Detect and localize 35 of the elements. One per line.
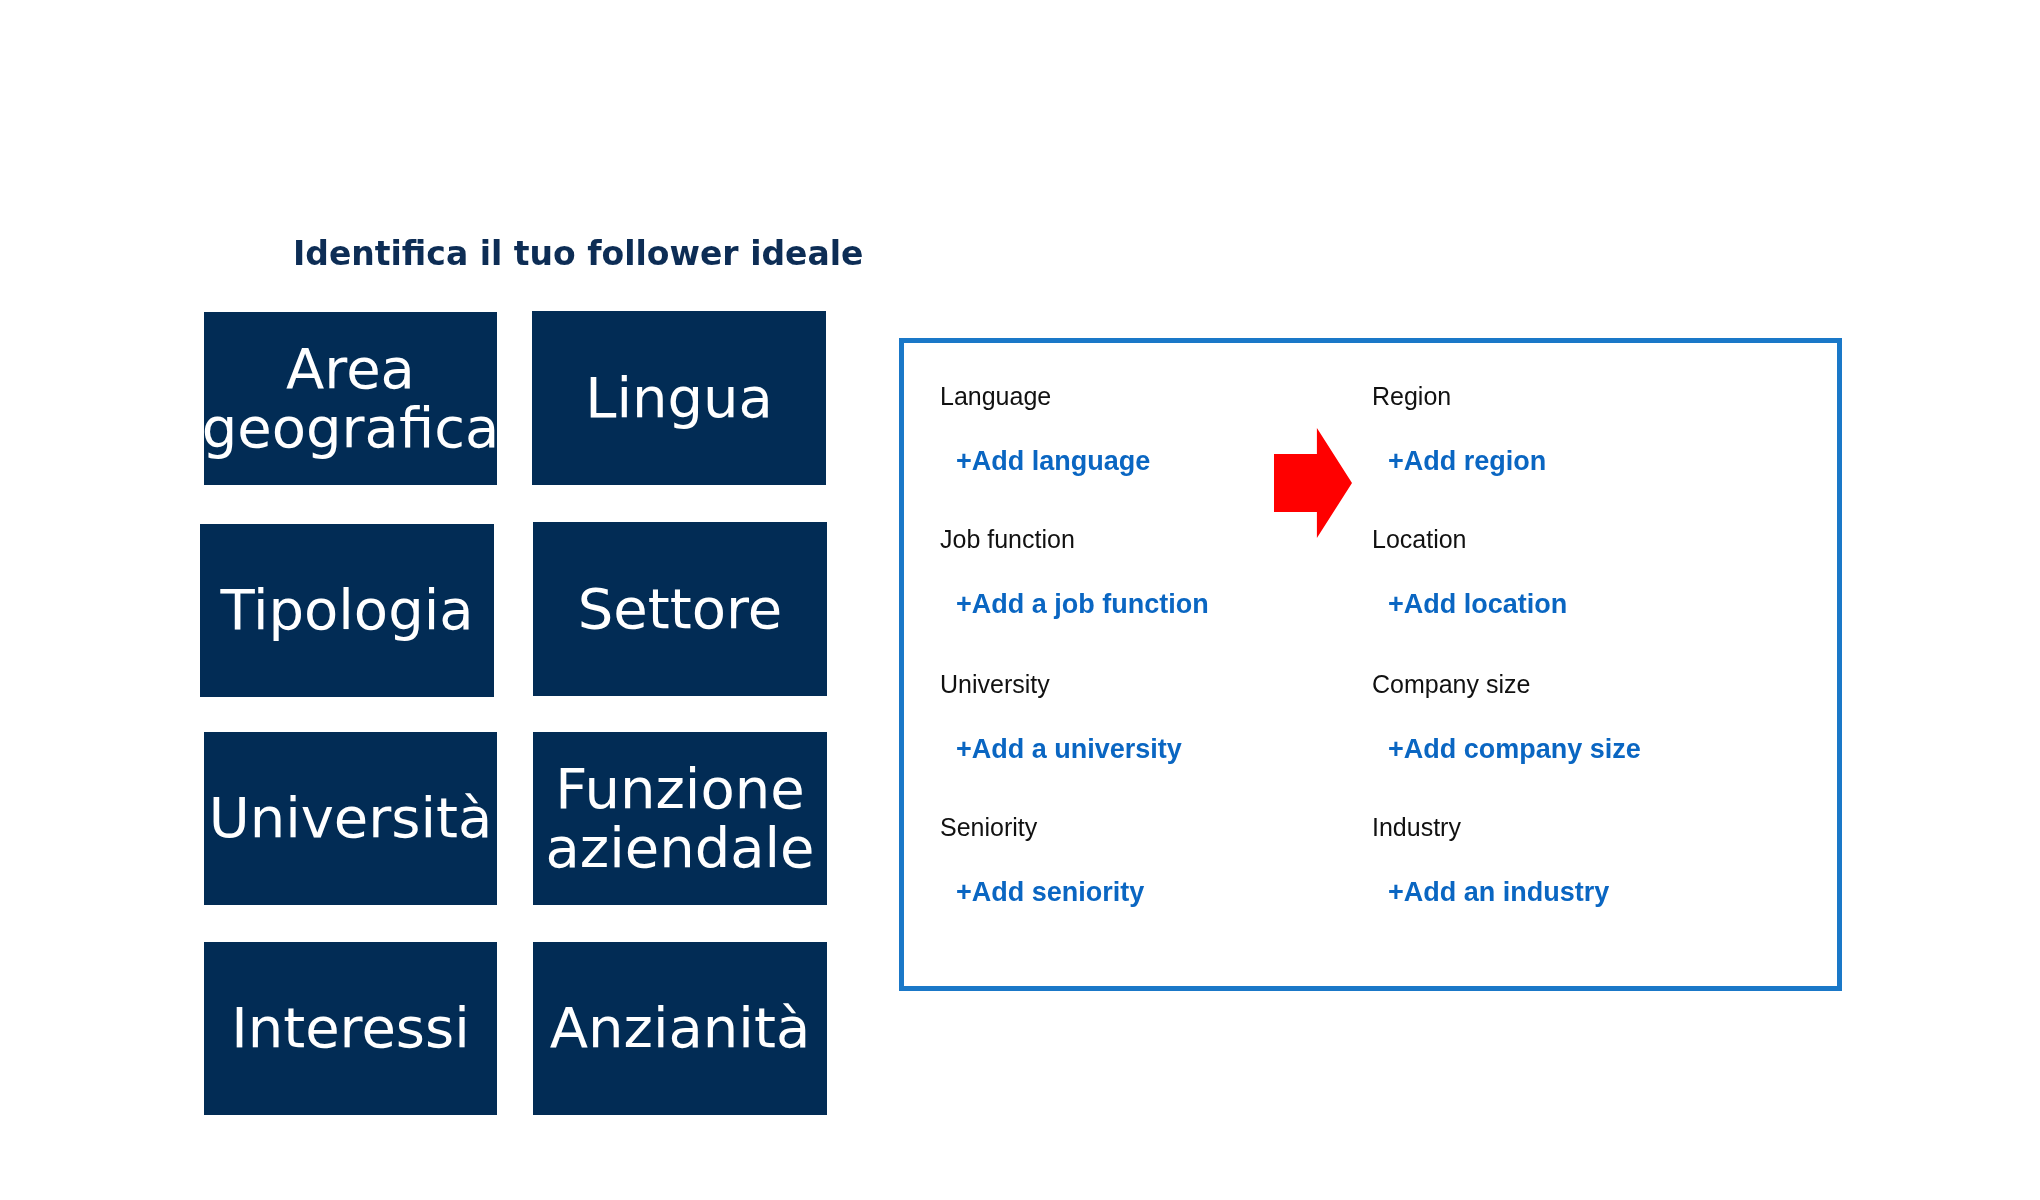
add-link: +Add seniority — [956, 877, 1145, 908]
tile-label: Interessi — [231, 999, 470, 1058]
add-link: +Add an industry — [1388, 877, 1610, 908]
tile-label: Tipologia — [220, 581, 474, 640]
tile-label: Settore — [577, 579, 783, 639]
category-tile — [204, 312, 497, 485]
field-heading: Company size — [1372, 670, 1531, 699]
category-tile — [532, 311, 826, 485]
field-heading: Job function — [940, 525, 1075, 554]
tile-label: Università — [208, 789, 493, 848]
slide-title: Identifica il tuo follower ideale — [293, 234, 864, 273]
add-link: +Add a university — [956, 734, 1182, 765]
field-heading: Location — [1372, 525, 1467, 554]
field-heading: Region — [1372, 382, 1452, 411]
category-tile — [200, 524, 494, 697]
block-arrow — [1274, 428, 1352, 538]
category-tile — [533, 732, 827, 905]
field-heading: Seniority — [940, 813, 1038, 842]
category-tile — [204, 732, 497, 905]
add-link: +Add location — [1388, 589, 1568, 620]
field-heading: Industry — [1372, 813, 1461, 842]
tile-label: Funzione aziendale — [544, 759, 816, 878]
panel-frame — [899, 338, 1842, 991]
category-tile — [533, 942, 827, 1115]
field-heading: University — [940, 670, 1050, 699]
add-link: +Add a job function — [956, 589, 1209, 620]
tile-label: Lingua — [585, 368, 773, 428]
add-link: +Add region — [1388, 446, 1547, 477]
tile-label: Area geografica — [201, 339, 500, 458]
add-link: +Add company size — [1388, 734, 1641, 765]
tile-label: Anzianità — [549, 999, 811, 1058]
category-tile — [533, 522, 827, 696]
category-tile — [204, 942, 497, 1115]
field-heading: Language — [940, 382, 1052, 411]
add-link: +Add language — [956, 446, 1151, 477]
